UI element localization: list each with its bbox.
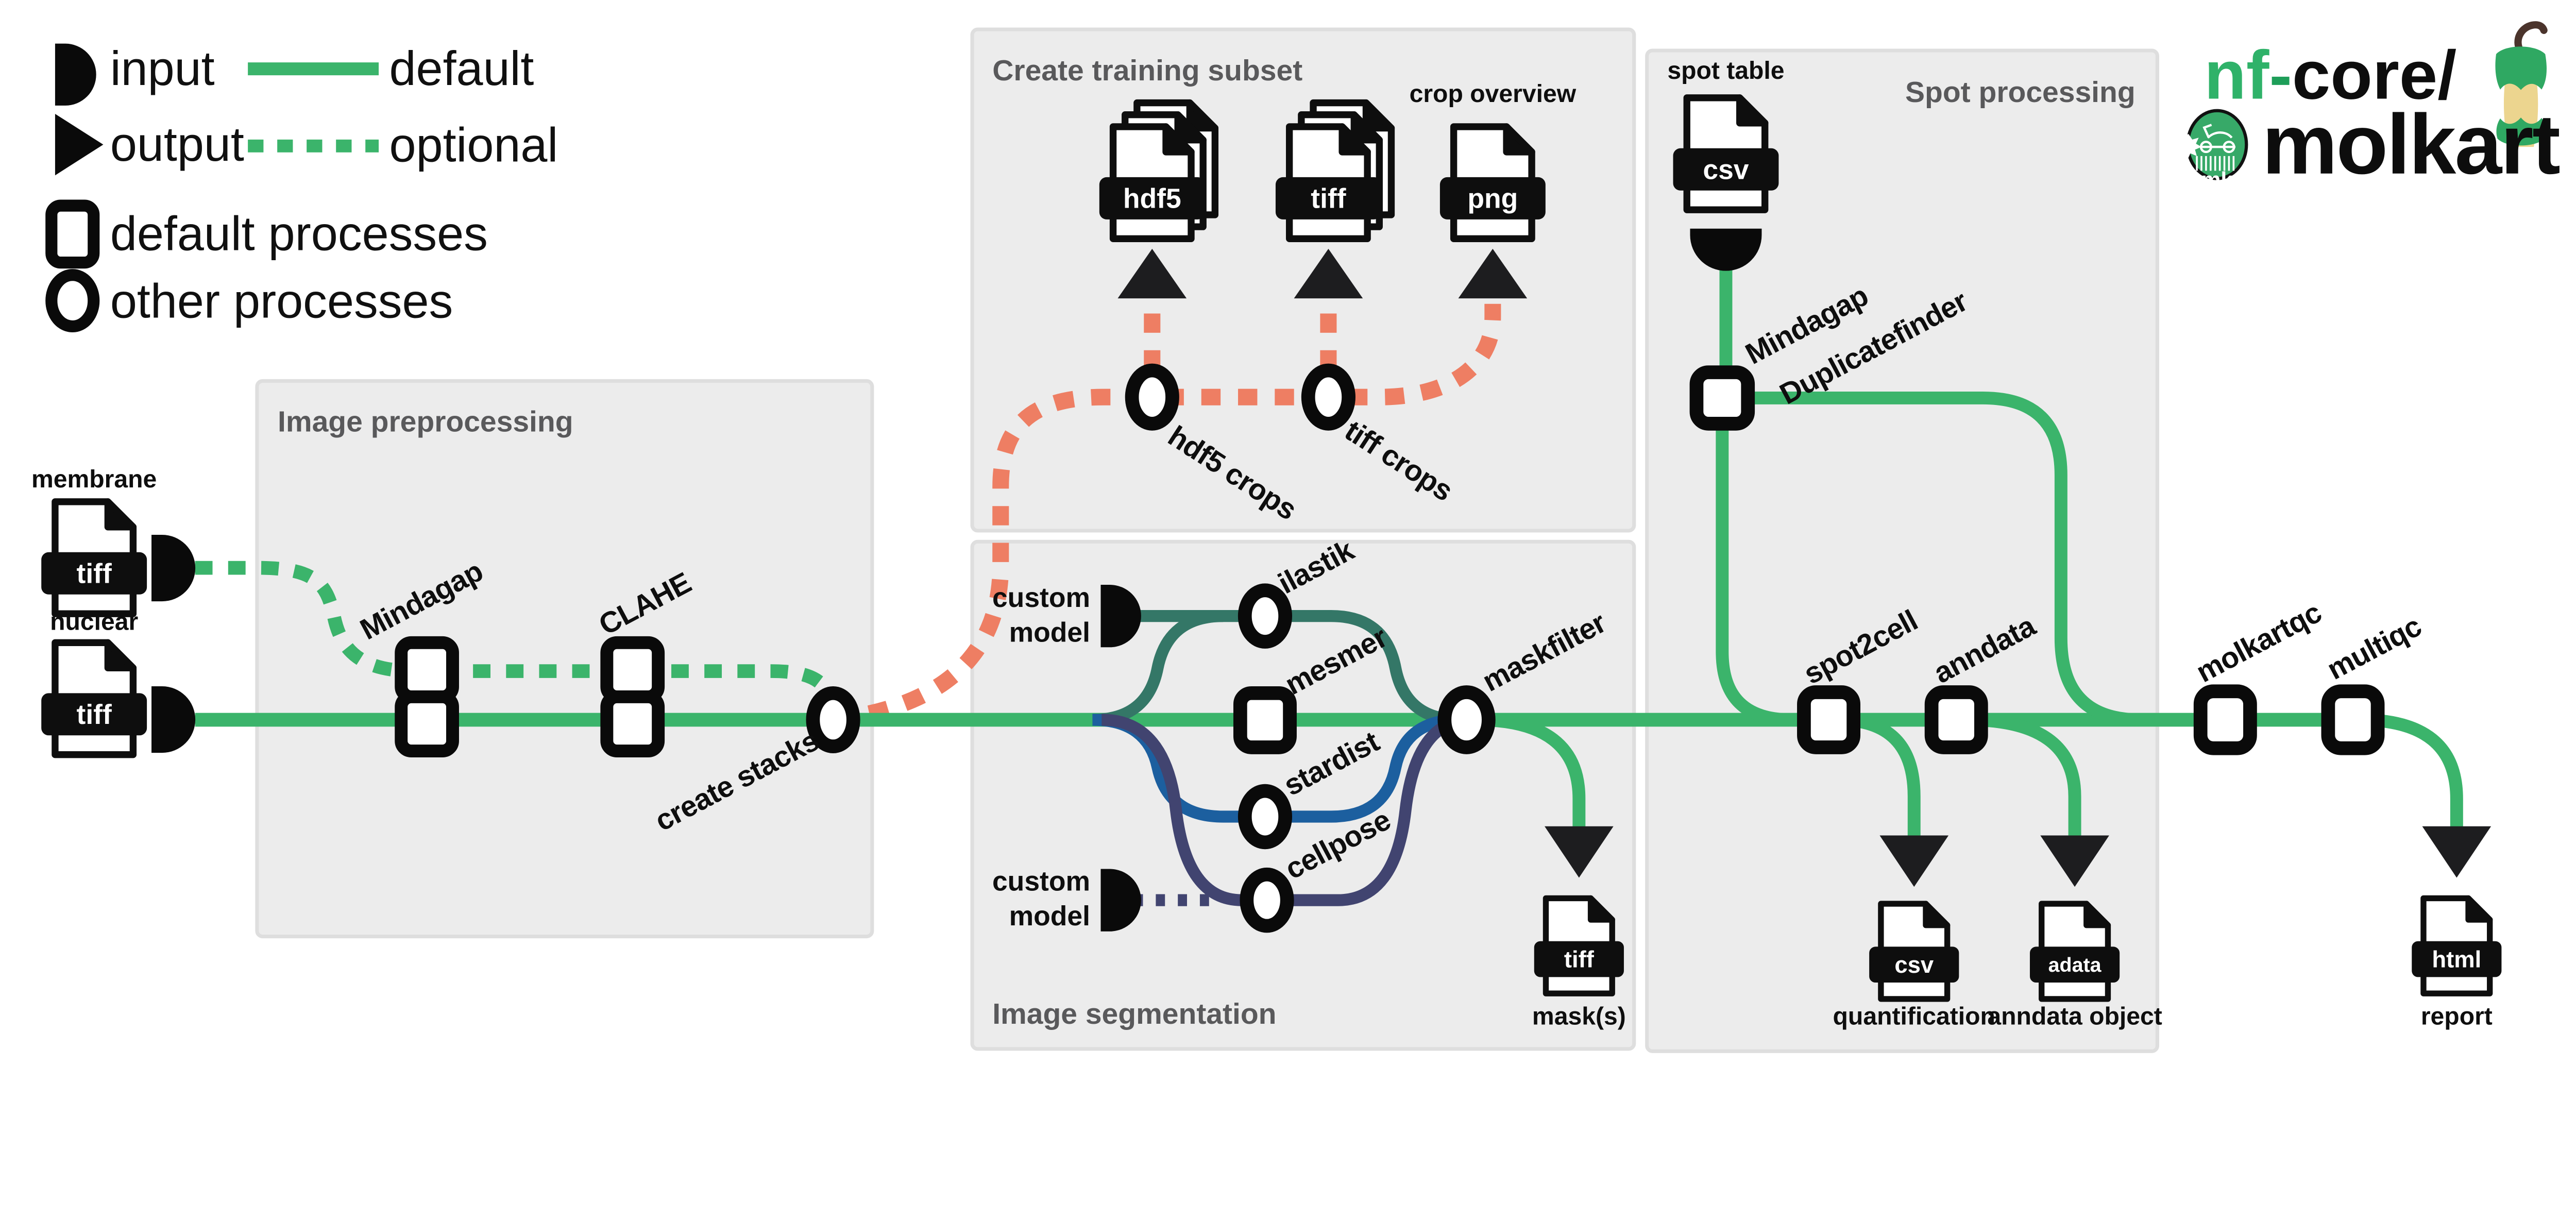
node-cellpose (1240, 867, 1294, 933)
box-image-segmentation (970, 539, 1636, 1051)
edge-create-stacks-to-crops (832, 303, 1501, 728)
edge-duplicatefinder-right (1747, 391, 2140, 726)
input-icon (55, 43, 96, 106)
output-arrow-quantification (1879, 835, 1949, 887)
pipeline-diagram: tiff tiff hdf5 tiff png csv (31, 21, 2561, 1053)
file-ext: csv (1703, 155, 1749, 185)
node-maskfilter (1437, 685, 1496, 754)
node-ilastik (1238, 583, 1293, 649)
label-custom-model-bottom-1: custom (992, 866, 1090, 896)
label-molkartqc: molkartqc (2191, 596, 2327, 689)
node-create-stacks (806, 686, 860, 754)
label-membrane: membrane (31, 465, 157, 493)
edge-membrane-optional (195, 561, 837, 699)
output-arrow-report (2422, 826, 2492, 878)
node-tiff-crops (1301, 363, 1355, 431)
logo-hyphen: - (2269, 37, 2292, 114)
file-icon-nuclear-tiff: tiff (41, 639, 147, 758)
file-ext: tiff (77, 700, 112, 730)
file-ext: tiff (1311, 184, 1346, 214)
label-crop-overview: crop overview (1410, 80, 1577, 108)
file-ext: adata (2048, 954, 2102, 976)
node-hdf5-crops (1125, 363, 1179, 431)
logo-core: core/ (2292, 37, 2456, 114)
label-spot-table: spot table (1667, 57, 1784, 84)
file-icon-tiff-stack: tiff (1275, 99, 1395, 242)
node-anndata (1924, 685, 1988, 754)
node-spot2cell (1797, 685, 1861, 754)
title-spot-processing: Spot processing (1905, 76, 2136, 109)
label-report: report (2421, 1003, 2493, 1030)
legend-default-processes-label: default processes (110, 207, 488, 261)
logo-nf-core-molkart: nf-core/ mk molkart (2178, 21, 2561, 193)
node-stardist (1238, 784, 1293, 850)
file-icon-png: png (1439, 123, 1546, 242)
output-arrow-png (1458, 248, 1528, 299)
input-connector-custom-model-top (1100, 585, 1141, 648)
box-image-preprocessing (255, 379, 874, 939)
output-arrow-hdf5 (1117, 248, 1187, 299)
default-process-icon (45, 199, 100, 269)
molkart-badge-icon: mk (2178, 109, 2248, 193)
file-ext: html (2432, 946, 2481, 972)
file-icon-membrane-tiff: tiff (41, 498, 147, 617)
badge-text: mk (2201, 168, 2233, 193)
input-connector-custom-model-bottom (1100, 869, 1141, 932)
legend: input output default optional default pr… (45, 41, 558, 333)
edge-anndata-out (1967, 713, 2081, 838)
label-custom-model-top-1: custom (992, 583, 1090, 613)
label-custom-model-bottom-2: model (1009, 901, 1090, 932)
input-connector-nuclear (151, 686, 196, 753)
logo-pipeline-name: molkart (2262, 97, 2560, 192)
edge-maskfilter-out (1476, 713, 1586, 829)
file-ext: hdf5 (1123, 184, 1181, 214)
file-ext: png (1467, 184, 1518, 214)
title-create-training-subset: Create training subset (992, 54, 1302, 87)
apple-core-icon (2495, 21, 2548, 147)
edge-duplicatefinder-down (1716, 423, 1791, 726)
label-nuclear: nuclear (50, 607, 138, 635)
title-image-preprocessing: Image preprocessing (278, 405, 573, 438)
logo-wordmark: nf-core/ (2204, 37, 2456, 114)
node-mesmer (1233, 686, 1297, 754)
title-image-segmentation: Image segmentation (992, 997, 1276, 1030)
label-custom-model-top-2: model (1009, 618, 1090, 648)
logo-nf: nf (2204, 37, 2269, 114)
node-clahe (600, 636, 665, 758)
file-icon-hdf5-stack: hdf5 (1099, 99, 1219, 242)
node-molkartqc (2193, 684, 2257, 755)
file-icon-spot-table-csv: csv (1673, 94, 1779, 213)
input-connector-membrane (151, 534, 196, 602)
node-mindagap-duplicatefinder (1689, 365, 1755, 431)
legend-output-label: output (110, 117, 244, 171)
file-icon-report-html: html (2412, 895, 2502, 996)
file-icon-quantification-csv: csv (1869, 901, 1959, 1002)
legend-default-label: default (389, 41, 534, 95)
output-arrow-anndata (2040, 835, 2109, 887)
output-arrow-tiff (1294, 248, 1363, 299)
label-multiqc: multiqc (2322, 610, 2427, 686)
legend-optional-label: optional (389, 118, 558, 172)
file-ext: csv (1894, 952, 1934, 978)
file-icon-anndata-adata: adata (2029, 901, 2120, 1002)
node-mindagap (395, 636, 459, 758)
legend-other-processes-label: other processes (110, 274, 453, 328)
other-process-icon (45, 269, 100, 333)
legend-input-label: input (110, 41, 215, 95)
output-icon (55, 113, 104, 176)
node-multiqc (2321, 684, 2385, 755)
input-connector-spot-table (1690, 228, 1762, 271)
label-masks: mask(s) (1532, 1003, 1626, 1030)
file-icon-masks-tiff: tiff (1534, 895, 1624, 996)
box-spot-processing (1645, 48, 2160, 1053)
label-anndata-object: anndata object (1987, 1003, 2162, 1030)
file-ext: tiff (77, 559, 112, 589)
file-ext: tiff (1564, 946, 1595, 972)
label-quantification: quantification (1833, 1003, 1995, 1030)
output-arrow-masks (1545, 826, 1614, 878)
